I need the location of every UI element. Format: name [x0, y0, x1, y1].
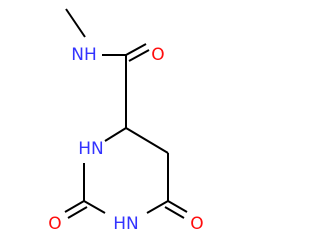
ring-nh-left-label: HN — [78, 139, 104, 159]
bond-c6-n1 — [146, 200, 169, 214]
lactam-oxygen-label: O — [190, 214, 203, 234]
bond-c4-c5 — [125, 127, 169, 154]
bond-methyl-n — [65, 8, 86, 38]
bond-c4-n3 — [104, 127, 127, 142]
structure-diagram: NH O HN HN O O — [48, 8, 204, 234]
bond-c6-o-2 — [164, 206, 185, 219]
bond-n1-c2 — [83, 200, 106, 214]
urea-oxygen-label: O — [48, 214, 61, 234]
bonds — [64, 8, 188, 219]
bond-c2-o-1 — [64, 200, 85, 213]
bond-carbonyl-o-2 — [128, 49, 150, 62]
amide-oxygen-label: O — [151, 45, 164, 65]
bond-c6-o-1 — [167, 200, 188, 213]
bond-c2-o-2 — [67, 206, 88, 219]
atom-labels: NH O HN HN O O — [48, 45, 203, 234]
molecule-canvas: NH O HN HN O O — [48, 8, 204, 234]
bond-carbonyl-o-1 — [125, 43, 147, 56]
ring-nh-bottom-label: HN — [113, 214, 139, 234]
amide-nh-label: NH — [71, 45, 97, 65]
